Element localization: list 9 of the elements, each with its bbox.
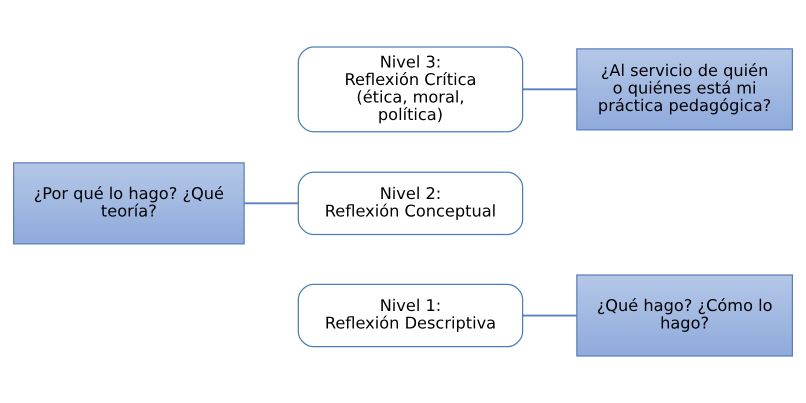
node-box: ¿Qué hago? ¿Cómo lo hago? [576, 274, 794, 357]
node-box: Nivel 2: Reflexión Conceptual [298, 172, 524, 236]
node-box: ¿Por qué lo hago? ¿Qué teoría? [12, 162, 245, 244]
node-box: ¿Al servicio de quién o quiénes está mi práctica pedagógica? [576, 48, 794, 130]
node-box: Nivel 1: Reflexión Descriptiva [298, 284, 524, 348]
connector [522, 314, 577, 316]
connector [244, 202, 298, 204]
connector [522, 88, 577, 90]
node-box: Nivel 3: Reflexión Crítica (ética, moral, política) [298, 46, 524, 132]
